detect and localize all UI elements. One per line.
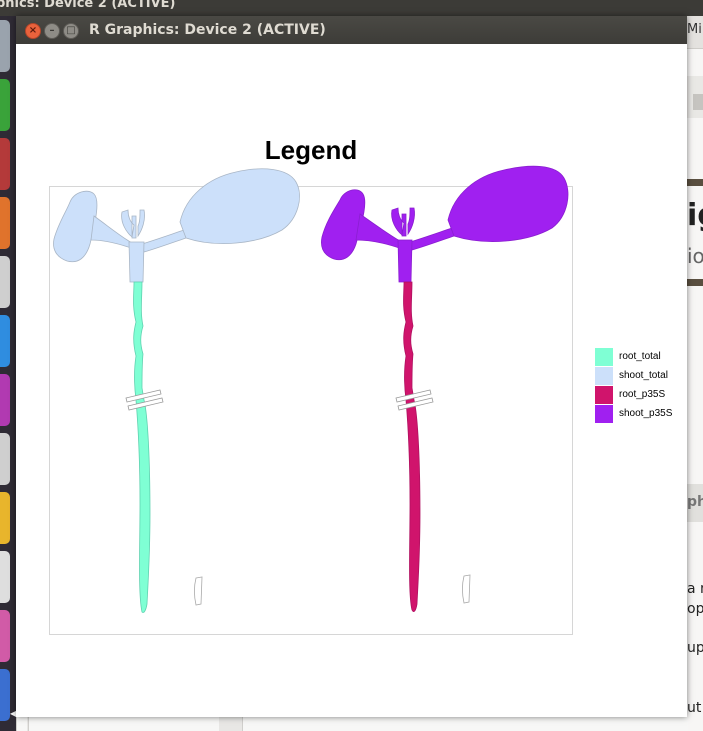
launcher-icon[interactable] <box>0 669 10 721</box>
launcher-icon[interactable] <box>0 433 10 485</box>
shoot-total-hypocotyl <box>128 241 145 283</box>
window-title: R Graphics: Device 2 (ACTIVE) <box>89 22 326 38</box>
background-window-titlebar <box>687 16 703 49</box>
legend-swatch <box>595 405 613 423</box>
legend-label: root_total <box>619 351 661 362</box>
shoot-total-apex <box>121 209 145 239</box>
seedling-p35S <box>321 165 569 612</box>
background-section-header <box>687 484 703 522</box>
seedling-diagrams <box>53 165 569 613</box>
launcher-icon[interactable] <box>0 79 10 131</box>
shoot-p35S-left-cotyledon <box>321 189 366 261</box>
launcher-icon[interactable] <box>0 256 10 308</box>
root-total <box>133 281 151 613</box>
background-bottom-strip <box>16 717 688 731</box>
divider <box>687 279 703 286</box>
background-text-line: a n <box>687 581 703 597</box>
legend-swatch <box>595 348 613 366</box>
shoot-p35S-hypocotyl <box>397 239 413 283</box>
legend-label: root_p35S <box>619 389 666 400</box>
divider <box>687 179 703 186</box>
plot-canvas: Legend <box>16 44 687 717</box>
top-bar-title: phics: Device 2 (ACTIVE) <box>0 0 176 11</box>
background-window[interactable]: Mi ig io ph a n op up ut l <box>687 16 703 731</box>
shoot-total-left-cotyledon <box>53 190 98 263</box>
plot-title: Legend <box>264 135 358 165</box>
launcher-icon[interactable] <box>0 197 10 249</box>
root-break-mark <box>125 389 164 411</box>
strip-segment <box>28 717 219 731</box>
legend-swatch <box>595 386 613 404</box>
root-p35S <box>403 281 421 612</box>
unity-launcher: ◀ <box>0 16 16 731</box>
desktop-top-bar: phics: Device 2 (ACTIVE) <box>0 0 703 16</box>
legend-label: shoot_p35S <box>619 408 673 419</box>
background-text-line: ut l <box>687 700 703 716</box>
window-titlebar[interactable]: × – □ R Graphics: Device 2 (ACTIVE) <box>16 16 687 44</box>
legend-swatch <box>595 367 613 385</box>
maximize-icon[interactable]: □ <box>63 23 79 39</box>
background-text-line: up <box>687 640 703 656</box>
root-break-mark <box>395 389 434 411</box>
background-text-line: op <box>687 601 703 617</box>
launcher-icon[interactable] <box>0 374 10 426</box>
scale-bar-left <box>194 576 203 606</box>
legend-label: shoot_total <box>619 370 668 381</box>
close-icon[interactable]: × <box>25 23 41 39</box>
scale-bar-right <box>462 574 471 604</box>
strip-segment <box>16 717 27 731</box>
shoot-p35S-right-petiole <box>409 227 455 251</box>
launcher-icon[interactable] <box>0 551 10 603</box>
plot-panel <box>49 186 573 635</box>
launcher-icon[interactable] <box>0 610 10 662</box>
minimize-icon[interactable]: – <box>44 23 60 39</box>
launcher-icon[interactable] <box>0 315 10 367</box>
shoot-p35S-right-cotyledon <box>447 165 569 242</box>
shoot-total-right-cotyledon <box>179 168 300 244</box>
background-toolbar-button[interactable] <box>693 94 703 110</box>
shoot-p35S-apex <box>391 207 415 237</box>
background-subheading: io <box>687 244 703 268</box>
r-graphics-window[interactable]: × – □ R Graphics: Device 2 (ACTIVE) Lege… <box>16 16 687 717</box>
shoot-total-right-petiole <box>141 229 187 253</box>
strip-segment <box>242 717 688 731</box>
active-indicator-icon: ◀ <box>10 709 17 718</box>
background-heading: ig <box>687 198 703 233</box>
launcher-icon[interactable] <box>0 20 10 72</box>
launcher-icon[interactable] <box>0 492 10 544</box>
background-section-label: ph <box>687 494 703 510</box>
launcher-icon[interactable] <box>0 138 10 190</box>
seedling-total <box>53 168 300 613</box>
background-window-title: Mi <box>687 22 702 37</box>
